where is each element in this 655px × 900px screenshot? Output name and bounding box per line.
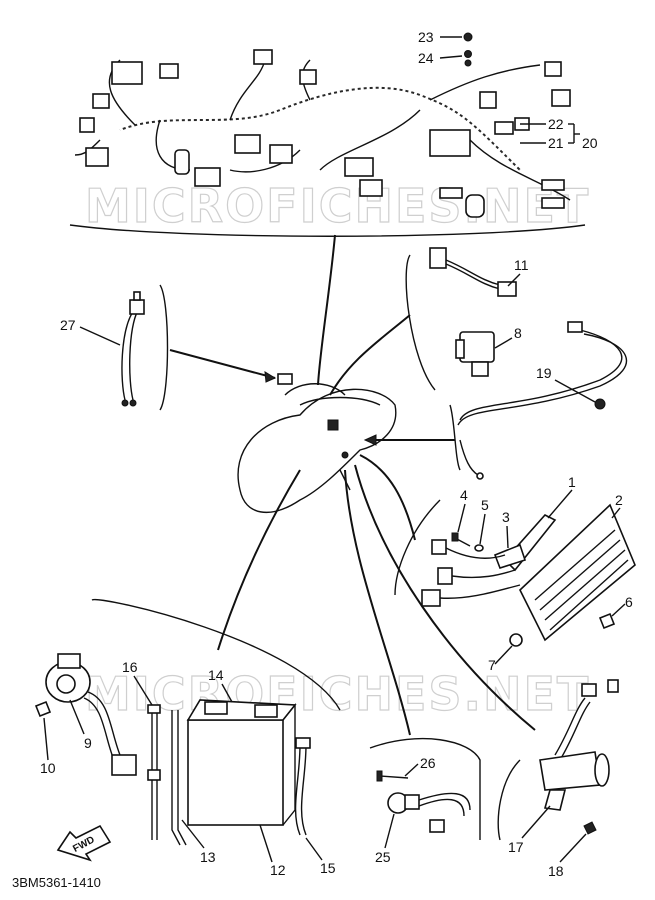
part-1-7-regulator: 1 2 3 4 5 6 7: [394, 474, 636, 673]
callout-23: 23: [418, 29, 434, 45]
battery-group: 9 10 16 13 12 14 15: [34, 598, 341, 878]
part-17-18-switch: 17 18: [497, 679, 619, 879]
watermark-bottom: MICROFICHES.NET: [85, 667, 590, 721]
wire-harness: [69, 32, 586, 237]
callout-26: 26: [420, 755, 436, 771]
callout-24: 24: [418, 50, 434, 66]
top-callouts: 23 24 22 21 20: [418, 29, 598, 151]
callout-12: 12: [270, 862, 286, 878]
callout-1: 1: [568, 474, 576, 490]
callout-9: 9: [84, 735, 92, 751]
callout-27: 27: [60, 317, 76, 333]
callout-11: 11: [514, 257, 529, 273]
callout-8: 8: [514, 325, 522, 341]
diagram-code: 3BM5361-1410: [12, 875, 101, 890]
part-25-26-switch: 26 25: [369, 737, 481, 865]
forward-arrow: FWD: [56, 824, 112, 862]
callout-19: 19: [536, 365, 552, 381]
callout-13: 13: [200, 849, 216, 865]
callout-25: 25: [375, 849, 391, 865]
callout-17: 17: [508, 839, 524, 855]
leader-lines: [169, 234, 536, 736]
watermark-top: MICROFICHES.NET: [85, 179, 590, 233]
part-11-8-19: 11 8 19: [405, 247, 628, 480]
part-27-switch: 27: [60, 284, 169, 411]
callout-14: 14: [208, 667, 224, 683]
callout-7: 7: [488, 657, 496, 673]
callout-6: 6: [625, 594, 633, 610]
callout-22: 22: [548, 116, 564, 132]
callout-20: 20: [582, 135, 598, 151]
callout-2: 2: [615, 492, 623, 508]
callout-21: 21: [548, 135, 564, 151]
callout-15: 15: [320, 860, 336, 876]
callout-16: 16: [122, 659, 138, 675]
callout-10: 10: [40, 760, 56, 776]
callout-4: 4: [460, 487, 468, 503]
callout-5: 5: [481, 497, 489, 513]
callout-18: 18: [548, 863, 564, 879]
callout-3: 3: [502, 509, 510, 525]
